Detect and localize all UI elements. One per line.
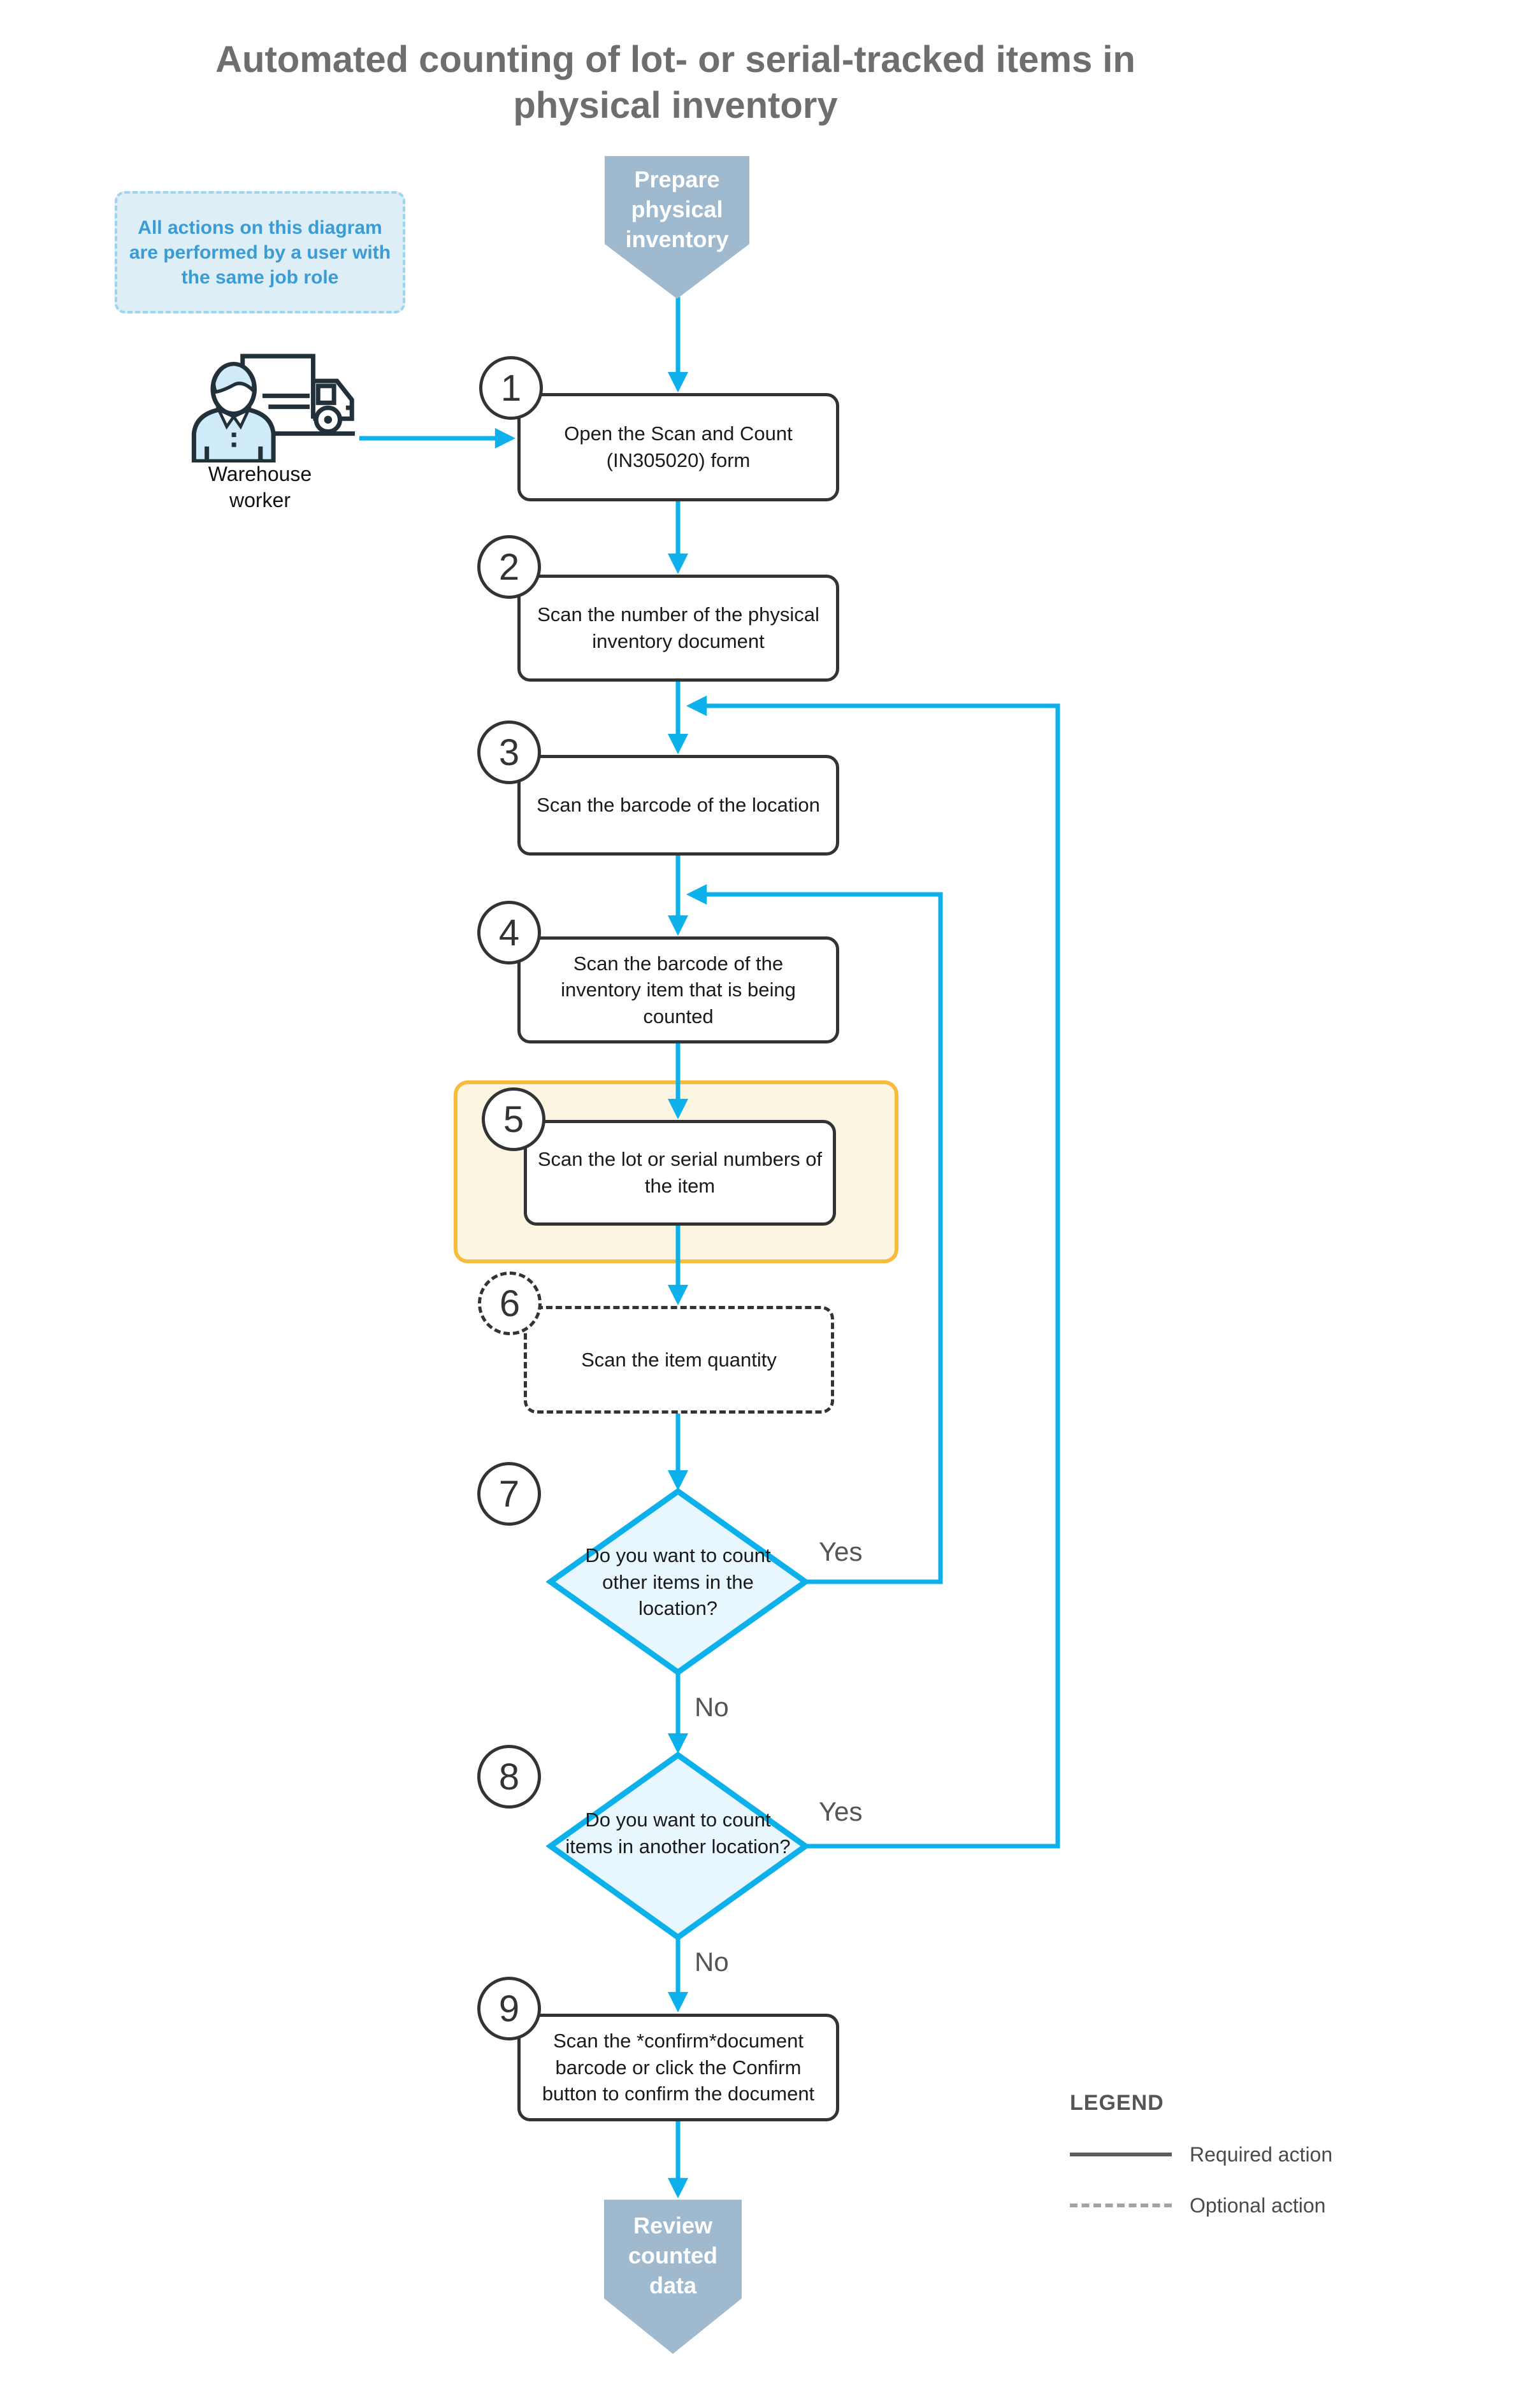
step-5-label: Scan the lot or serial numbers of the it… — [537, 1148, 823, 1197]
worker-hair — [212, 362, 256, 396]
legend-required-line — [1070, 2153, 1172, 2156]
step-9-number: 9 — [498, 1988, 520, 2030]
terminal-end-shape — [604, 2200, 742, 2354]
decision-8-yes-label: Yes — [819, 1796, 863, 1826]
step-3-label: Scan the barcode of the location — [537, 794, 820, 817]
worker-collar-left — [215, 406, 236, 430]
note-box: All actions on this diagram are performe… — [115, 191, 405, 313]
decision-8-diamond — [545, 1751, 811, 1941]
step-6-label: Scan the item quantity — [581, 1348, 777, 1371]
step-4-number: 4 — [498, 912, 520, 954]
step-6-circle: 6 — [478, 1272, 542, 1335]
step-1-number: 1 — [500, 367, 522, 409]
step-7-circle: 7 — [477, 1462, 541, 1526]
decision-7-yes-label: Yes — [819, 1537, 863, 1566]
terminal-end-label: Review counted data — [628, 2212, 717, 2298]
yes-loop-decision-7 — [686, 884, 943, 1584]
terminal-start-shape — [605, 156, 749, 299]
step-6-number: 6 — [499, 1282, 521, 1324]
decision-7-label: Do you want to count other items in the … — [585, 1544, 771, 1620]
terminal-start: Prepare physical inventory — [605, 156, 749, 299]
step-1-label: Open the Scan and Count (IN305020) form — [564, 422, 793, 471]
legend-optional-label: Optional action — [1190, 2193, 1326, 2217]
worker-label: Warehouse worker — [208, 462, 312, 512]
legend-title: LEGEND — [1070, 2091, 1164, 2115]
step-2-label: Scan the number of the physical inventor… — [537, 603, 819, 652]
step-4-box: Scan the barcode of the inventory item t… — [517, 936, 839, 1043]
page-title: Automated counting of lot- or serial-tra… — [215, 39, 1135, 126]
decision-8-no-label: No — [695, 1947, 729, 1977]
yes-loop-decision-8 — [686, 695, 1060, 1849]
step-7-number: 7 — [498, 1473, 520, 1515]
legend-optional-line — [1070, 2204, 1172, 2207]
step-9-box: Scan the *confirm*document barcode or cl… — [517, 2014, 839, 2121]
step-4-circle: 4 — [477, 901, 541, 964]
step-4-label: Scan the barcode of the inventory item t… — [561, 952, 796, 1028]
terminal-end: Review counted data — [604, 2200, 742, 2354]
step-3-number: 3 — [498, 731, 520, 773]
step-8-circle: 8 — [477, 1745, 541, 1809]
truck-window — [315, 383, 336, 405]
decision-7-diamond — [545, 1487, 811, 1676]
worker-collar-right — [231, 406, 252, 430]
legend-row-required: Required action — [1070, 2140, 1332, 2168]
warehouse-worker-icon — [191, 354, 355, 464]
note-text: All actions on this diagram are performe… — [129, 217, 391, 288]
step-2-number: 2 — [498, 546, 520, 588]
step-5-circle: 5 — [482, 1087, 545, 1151]
legend-row-optional: Optional action — [1070, 2191, 1325, 2219]
step-5-number: 5 — [503, 1098, 524, 1140]
step-6-box: Scan the item quantity — [524, 1306, 834, 1414]
step-5-box: Scan the lot or serial numbers of the it… — [524, 1120, 836, 1226]
step-9-label: Scan the *confirm*document barcode or cl… — [542, 2030, 815, 2105]
decision-8-label: Do you want to count items in another lo… — [565, 1809, 791, 1858]
worker-button-1 — [231, 433, 236, 438]
step-3-circle: 3 — [477, 720, 541, 784]
step-1-box: Open the Scan and Count (IN305020) form — [517, 393, 839, 501]
worker-button-2 — [231, 442, 236, 447]
decision-7-no-label: No — [695, 1692, 729, 1722]
step-3-box: Scan the barcode of the location — [517, 755, 839, 856]
terminal-start-label: Prepare physical inventory — [625, 166, 729, 252]
worker-sleeve-lines — [205, 446, 263, 462]
warehouse-worker — [188, 349, 357, 464]
truck-wheel-hub — [324, 415, 333, 424]
step-2-box: Scan the number of the physical inventor… — [517, 575, 839, 682]
step-2-circle: 2 — [477, 535, 541, 599]
step-9-circle: 9 — [477, 1977, 541, 2040]
step-1-circle: 1 — [479, 356, 543, 420]
step-8-number: 8 — [498, 1756, 520, 1798]
legend-required-label: Required action — [1190, 2142, 1333, 2166]
